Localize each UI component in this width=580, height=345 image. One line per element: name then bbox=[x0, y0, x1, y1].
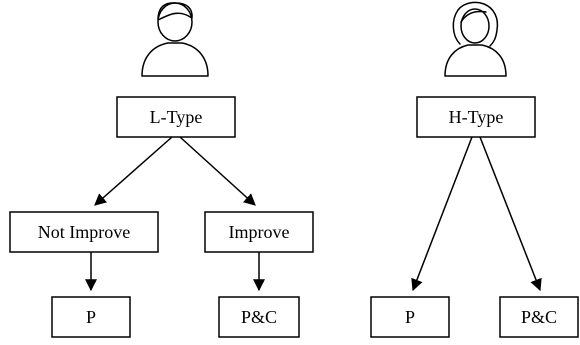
edge-l-type-to-not-improve bbox=[94, 136, 173, 206]
edge-h-type-to-p bbox=[411, 136, 473, 292]
not-improve-label: Not Improve bbox=[38, 222, 130, 242]
left-p-label: P bbox=[86, 307, 96, 327]
right-pc-node: P&C bbox=[499, 296, 579, 338]
improve-label: Improve bbox=[229, 222, 290, 242]
female-person-icon bbox=[444, 1, 507, 77]
left-pc-label: P&C bbox=[241, 307, 277, 327]
right-p-node: P bbox=[370, 296, 450, 338]
right-pc-label: P&C bbox=[521, 307, 557, 327]
h-type-label: H-Type bbox=[449, 107, 504, 127]
left-pc-node: P&C bbox=[218, 296, 300, 338]
not-improve-node: Not Improve bbox=[9, 211, 159, 253]
h-type-node: H-Type bbox=[416, 96, 536, 138]
l-type-node: L-Type bbox=[116, 96, 236, 138]
left-p-node: P bbox=[51, 296, 131, 338]
male-person-icon bbox=[141, 2, 209, 77]
edge-l-type-to-improve bbox=[179, 136, 256, 206]
right-p-label: P bbox=[405, 307, 415, 327]
improve-node: Improve bbox=[204, 211, 314, 253]
l-type-label: L-Type bbox=[150, 107, 203, 127]
edge-h-type-to-pc bbox=[479, 136, 542, 292]
